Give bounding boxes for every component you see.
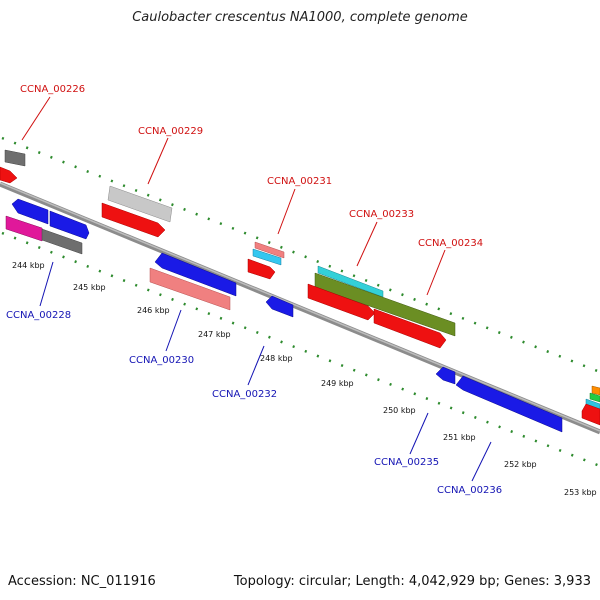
gene-label: CCNA_00233 [349, 209, 414, 220]
gene-feature[interactable] [589, 392, 600, 403]
gene-label: CCNA_00229 [138, 126, 203, 137]
gene-feature[interactable] [101, 202, 166, 238]
gene-feature[interactable] [149, 267, 231, 311]
tick-label: 251 kbp [443, 433, 476, 442]
map-title: Caulobacter crescentus NA1000, complete … [132, 10, 468, 25]
gene-feature[interactable] [585, 398, 600, 411]
gene-feature[interactable] [435, 366, 456, 385]
gene-label: CCNA_00231 [267, 176, 332, 187]
gene-feature[interactable] [0, 166, 18, 184]
tick-label: 253 kbp [564, 488, 597, 497]
callouts-bottom [39, 261, 492, 482]
tick-labels: 244 kbp 245 kbp 246 kbp 247 kbp 248 kbp … [12, 261, 597, 497]
gene-label: CCNA_00234 [418, 238, 483, 249]
gene-label: CCNA_00235 [374, 457, 439, 468]
labels-top: CCNA_00226 CCNA_00229 CCNA_00231 CCNA_00… [20, 84, 483, 249]
gene-feature[interactable] [11, 198, 49, 225]
outer-tick-track [1, 136, 600, 374]
gene-feature[interactable] [107, 185, 173, 223]
genome-backbone [0, 181, 600, 435]
inner-tick-track [1, 231, 600, 468]
gene-feature[interactable] [317, 265, 384, 298]
tick-label: 250 kbp [383, 406, 416, 415]
gene-feature[interactable] [41, 228, 83, 255]
tick-label: 244 kbp [12, 261, 45, 270]
tick-label: 247 kbp [198, 330, 231, 339]
gene-feature[interactable] [455, 375, 563, 433]
labels-bottom: CCNA_00228 CCNA_00230 CCNA_00232 CCNA_00… [6, 310, 502, 496]
genome-backbone-highlight [0, 182, 600, 432]
genes [0, 149, 600, 433]
gene-feature[interactable] [373, 308, 447, 349]
gene-label: CCNA_00230 [129, 355, 194, 366]
gene-feature[interactable] [252, 248, 282, 266]
gene-feature[interactable] [265, 295, 294, 318]
gene-feature[interactable] [307, 283, 376, 321]
gene-feature[interactable] [154, 252, 237, 297]
tick-label: 246 kbp [137, 306, 170, 315]
gene-feature[interactable] [591, 385, 600, 396]
tick-label: 248 kbp [260, 354, 293, 363]
gene-label: CCNA_00236 [437, 485, 502, 496]
gene-label: CCNA_00228 [6, 310, 71, 321]
accession-text: Accession: NC_011916 [8, 574, 156, 589]
gene-label: CCNA_00226 [20, 84, 85, 95]
gene-feature[interactable] [247, 258, 276, 280]
topology-text: Topology: circular; Length: 4,042,929 bp… [233, 574, 591, 589]
gene-feature[interactable] [254, 241, 285, 259]
gene-label: CCNA_00232 [212, 389, 277, 400]
tick-label: 252 kbp [504, 460, 537, 469]
callouts-top [21, 96, 446, 296]
gene-feature[interactable] [581, 403, 600, 426]
tick-label: 249 kbp [321, 379, 354, 388]
gene-feature[interactable] [4, 149, 26, 167]
gene-feature[interactable] [49, 210, 90, 240]
gene-feature[interactable] [314, 272, 456, 337]
tick-label: 245 kbp [73, 283, 106, 292]
